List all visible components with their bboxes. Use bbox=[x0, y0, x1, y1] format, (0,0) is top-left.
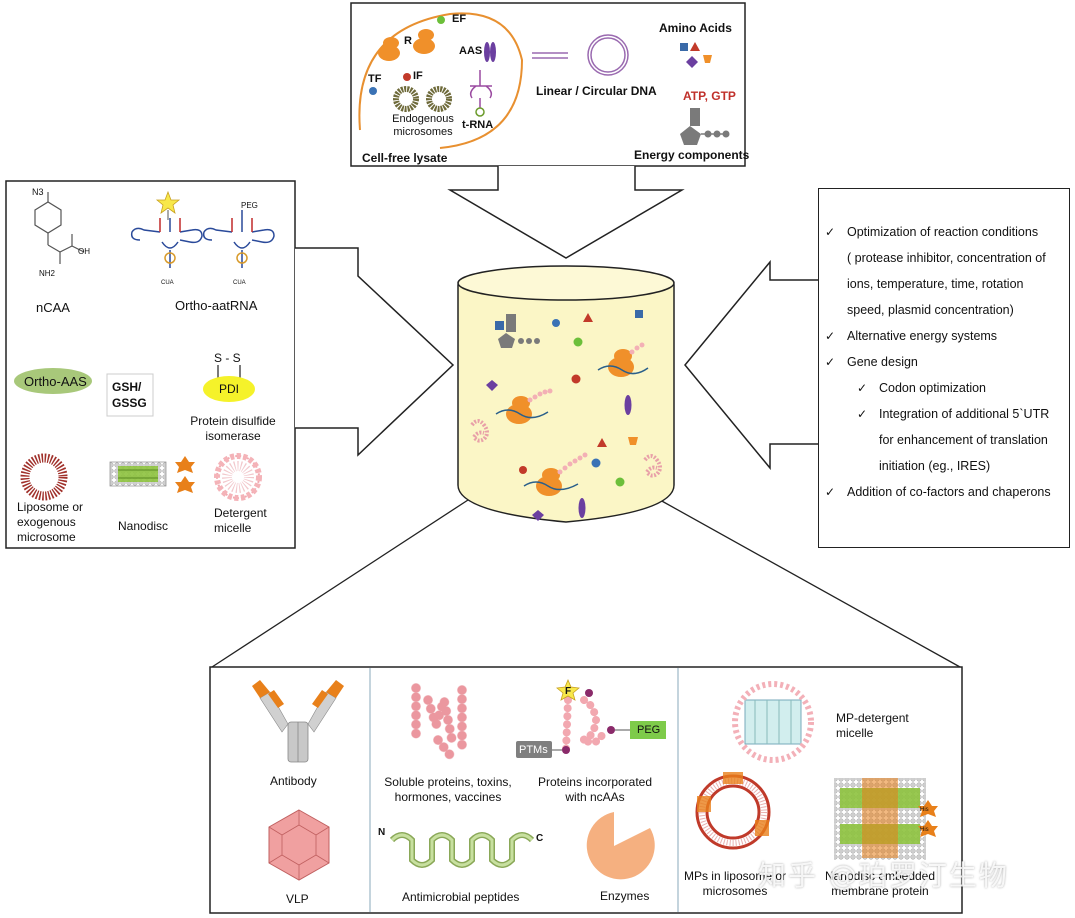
liposome-label: Liposome or exogenous microsome bbox=[17, 500, 84, 544]
ptms-label: PTMs bbox=[519, 744, 548, 756]
nh2-label: NH2 bbox=[39, 269, 56, 278]
condition-item-9: initiation (eg., IRES) bbox=[879, 459, 991, 473]
detergent-micelle-label: Detergent micelle bbox=[214, 506, 267, 535]
pdi-description: Protein disulfide isomerase bbox=[190, 414, 276, 443]
n3-label: N3 bbox=[32, 187, 44, 197]
mp-detergent-micelle-label: MP-detergent micelle bbox=[836, 711, 909, 740]
energy-components-label: Energy components bbox=[634, 148, 750, 162]
microsomes-label: Endogenous microsomes bbox=[392, 113, 454, 138]
ss-label: S - S bbox=[214, 351, 241, 365]
condition-item-10: ✓Addition of co-factors and chaperons bbox=[825, 485, 1051, 499]
condition-item-3: speed, plasmid concentration) bbox=[847, 303, 1014, 317]
left-panel-graphics bbox=[14, 190, 275, 501]
gsh-gssg-label: GSH/ GSSG bbox=[112, 380, 147, 410]
peg-small-label: PEG bbox=[241, 201, 258, 210]
condition-item-7: ✓Integration of additional 5`UTR bbox=[857, 407, 1050, 421]
vlp-label: VLP bbox=[286, 892, 309, 906]
aas-label: AAS bbox=[459, 45, 483, 57]
soluble-proteins-label: Soluble proteins, toxins, hormones, vacc… bbox=[384, 775, 512, 804]
enzymes-label: Enzymes bbox=[600, 889, 650, 903]
watermark: 知乎 @珀罗汀生物 bbox=[758, 859, 1009, 892]
condition-item-1: ( protease inhibitor, concentration of bbox=[847, 251, 1046, 265]
c-terminus-label: C bbox=[536, 833, 544, 844]
pdi-label: PDI bbox=[219, 382, 240, 396]
cua-label-1: CUA bbox=[161, 280, 174, 286]
condition-item-5: ✓Gene design bbox=[825, 355, 918, 369]
left-arrow-right bbox=[684, 259, 818, 471]
oh-label: OH bbox=[78, 247, 90, 256]
his-tag-label-1: His bbox=[920, 807, 929, 813]
top-panel-border bbox=[350, 2, 746, 167]
reaction-cylinder bbox=[457, 265, 675, 523]
antimicrobial-peptides-label: Antimicrobial peptides bbox=[402, 890, 520, 904]
bottom-panel-graphics bbox=[252, 678, 938, 881]
amino-acids-label: Amino Acids bbox=[659, 21, 732, 35]
ncaa-label: nCAA bbox=[36, 300, 70, 315]
condition-item-2: ions, temperature, time, rotation bbox=[847, 277, 1024, 291]
f-label: F bbox=[565, 686, 572, 697]
atp-gtp-label: ATP, GTP bbox=[683, 89, 736, 103]
his-tag-label-2: His bbox=[920, 827, 929, 833]
dna-label: Linear / Circular DNA bbox=[536, 84, 657, 98]
cell-free-lysate-label: Cell-free lysate bbox=[362, 151, 448, 165]
right-arrow-left bbox=[295, 247, 455, 457]
peg-label: PEG bbox=[637, 724, 661, 736]
condition-item-0: ✓Optimization of reaction conditions bbox=[825, 225, 1039, 239]
nanodisc-label: Nanodisc bbox=[118, 519, 169, 533]
mp-liposome-label: MPs in liposome or microsomes bbox=[683, 869, 787, 898]
ef-label: EF bbox=[452, 13, 467, 25]
trna-label: t-RNA bbox=[462, 119, 494, 131]
antibody-label: Antibody bbox=[270, 774, 317, 788]
if-label: IF bbox=[413, 70, 423, 82]
ortho-aatrna-label: Ortho-aatRNA bbox=[175, 298, 258, 313]
tf-label: TF bbox=[368, 73, 382, 85]
r-label: R bbox=[404, 35, 412, 47]
ncaa-proteins-label: Proteins incorporated with ncAAs bbox=[537, 775, 653, 804]
down-arrow-top bbox=[447, 166, 685, 259]
condition-item-8: for enhancement of translation bbox=[879, 433, 1048, 447]
ortho-aas-label: Ortho-AAS bbox=[24, 374, 87, 389]
reaction-optimization-panel: ✓Optimization of reaction conditions ( p… bbox=[818, 188, 1070, 548]
n-terminus-label: N bbox=[378, 827, 386, 838]
condition-item-6: ✓Codon optimization bbox=[857, 381, 987, 395]
cylinder-contents bbox=[470, 310, 662, 521]
nanodisc-membrane-protein-label: Nanodisc embedded membrane protein bbox=[824, 869, 936, 898]
cua-label-2: CUA bbox=[233, 280, 246, 286]
top-panel-graphics bbox=[358, 12, 730, 149]
condition-item-4: ✓Alternative energy systems bbox=[825, 329, 998, 343]
